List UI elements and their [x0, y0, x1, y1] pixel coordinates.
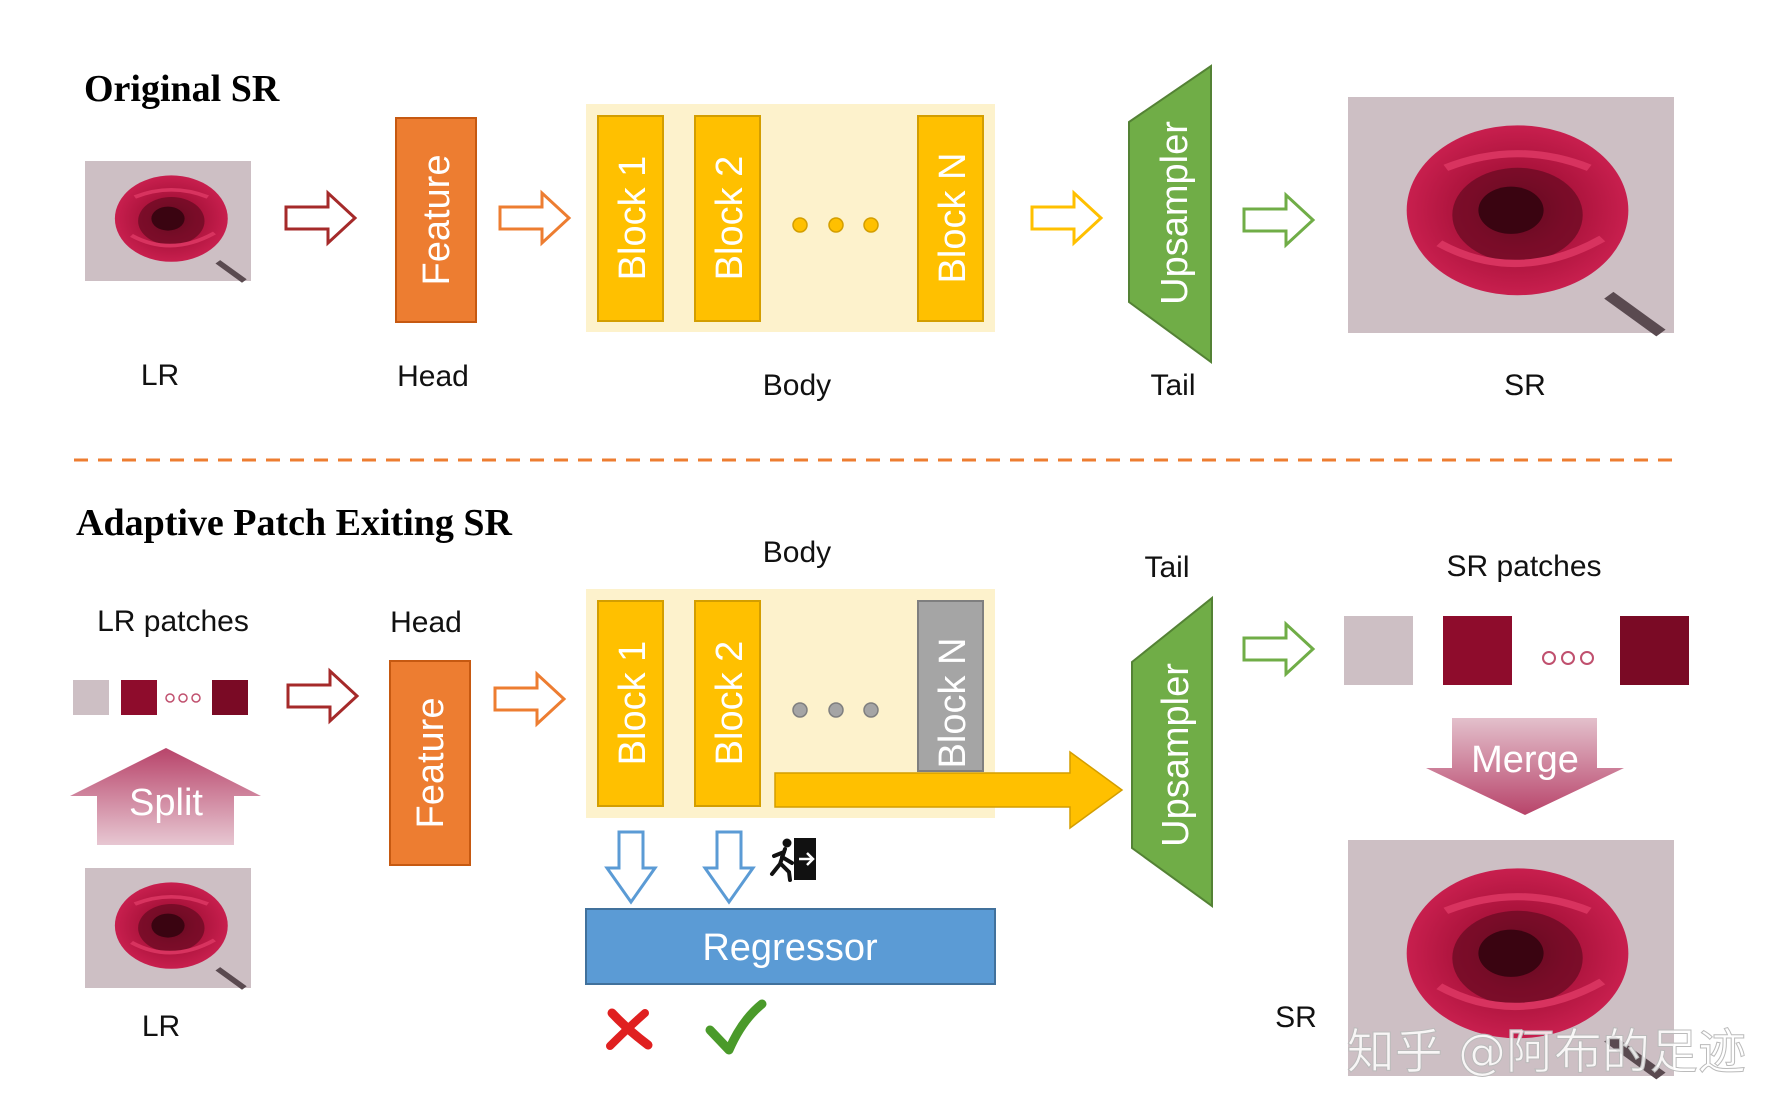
top-block-2 — [694, 115, 761, 322]
bottom-arrow-red — [286, 667, 360, 725]
top-arrow-yellow — [1030, 189, 1104, 247]
regressor-arrow-1 — [604, 830, 658, 905]
bottom-label-head: Head — [390, 606, 462, 639]
top-sr-image — [1348, 97, 1674, 333]
watermark: 知乎 @阿布的足迹 — [1347, 1024, 1746, 1080]
bottom-block-2 — [694, 600, 761, 807]
exit-shortcut-arrow — [774, 750, 1124, 830]
bottom-block-n-label: Block N — [932, 638, 974, 769]
green-check-icon — [705, 999, 767, 1055]
bottom-label-tail: Tail — [1144, 551, 1189, 584]
top-block-1 — [597, 115, 664, 322]
bottom-lr-image — [85, 868, 251, 988]
regressor-arrow-2 — [702, 830, 756, 905]
bottom-block-2-label: Block 2 — [709, 641, 751, 766]
top-arrow-green — [1242, 191, 1316, 249]
bottom-block-1-label: Block 1 — [612, 641, 654, 766]
red-cross-icon — [606, 1008, 653, 1050]
top-block-n-label: Block N — [932, 153, 974, 284]
bottom-block-n-exited — [917, 600, 984, 772]
bottom-arrow-green — [1242, 620, 1316, 678]
sr-patch-2 — [1443, 616, 1512, 685]
sr-patch-1 — [1344, 616, 1413, 685]
top-label-tail: Tail — [1150, 369, 1195, 402]
top-feature-label: Feature — [416, 155, 458, 286]
lr-patch-1 — [73, 680, 109, 715]
bottom-label-lr-patches: LR patches — [97, 605, 249, 638]
sr-patch-n — [1620, 616, 1689, 685]
top-upsampler-label: Upsampler — [1154, 121, 1196, 305]
top-title: Original SR — [84, 68, 280, 110]
top-label-head: Head — [397, 360, 469, 393]
split-label: Split — [129, 782, 203, 824]
lr-patches — [73, 680, 248, 715]
bottom-block-1 — [597, 600, 664, 807]
regressor-block — [585, 908, 996, 985]
top-block-n — [917, 115, 984, 322]
merge-label: Merge — [1471, 739, 1579, 781]
bottom-label-lr: LR — [142, 1010, 180, 1043]
bottom-upsampler — [1131, 595, 1213, 908]
top-arrow-red — [284, 189, 358, 247]
sr-patches — [1344, 616, 1689, 685]
bottom-arrow-orange — [493, 670, 567, 728]
bottom-label-body: Body — [763, 536, 831, 569]
bottom-ellipsis — [792, 702, 879, 718]
regressor-label: Regressor — [702, 927, 878, 969]
bottom-upsampler-label: Upsampler — [1155, 663, 1197, 847]
bottom-label-sr-patches: SR patches — [1446, 550, 1601, 583]
top-label-body: Body — [763, 369, 831, 402]
top-upsampler — [1128, 64, 1212, 364]
bottom-title: Adaptive Patch Exiting SR — [76, 502, 513, 544]
bottom-label-sr: SR — [1275, 1001, 1317, 1034]
merge-arrow — [1426, 718, 1624, 815]
top-lr-image — [85, 161, 251, 281]
lr-patch-n — [212, 680, 248, 715]
lr-patch-2 — [121, 680, 157, 715]
top-label-sr: SR — [1504, 369, 1546, 402]
split-arrow — [70, 748, 261, 845]
top-label-lr: LR — [141, 359, 179, 392]
top-block-2-label: Block 2 — [709, 156, 751, 281]
exit-icon — [770, 838, 816, 882]
top-block-1-label: Block 1 — [612, 156, 654, 281]
bottom-feature-block — [389, 660, 471, 866]
top-arrow-orange — [498, 189, 572, 247]
bottom-feature-label: Feature — [410, 698, 452, 829]
top-ellipsis — [792, 217, 879, 233]
top-feature-block — [395, 117, 477, 323]
